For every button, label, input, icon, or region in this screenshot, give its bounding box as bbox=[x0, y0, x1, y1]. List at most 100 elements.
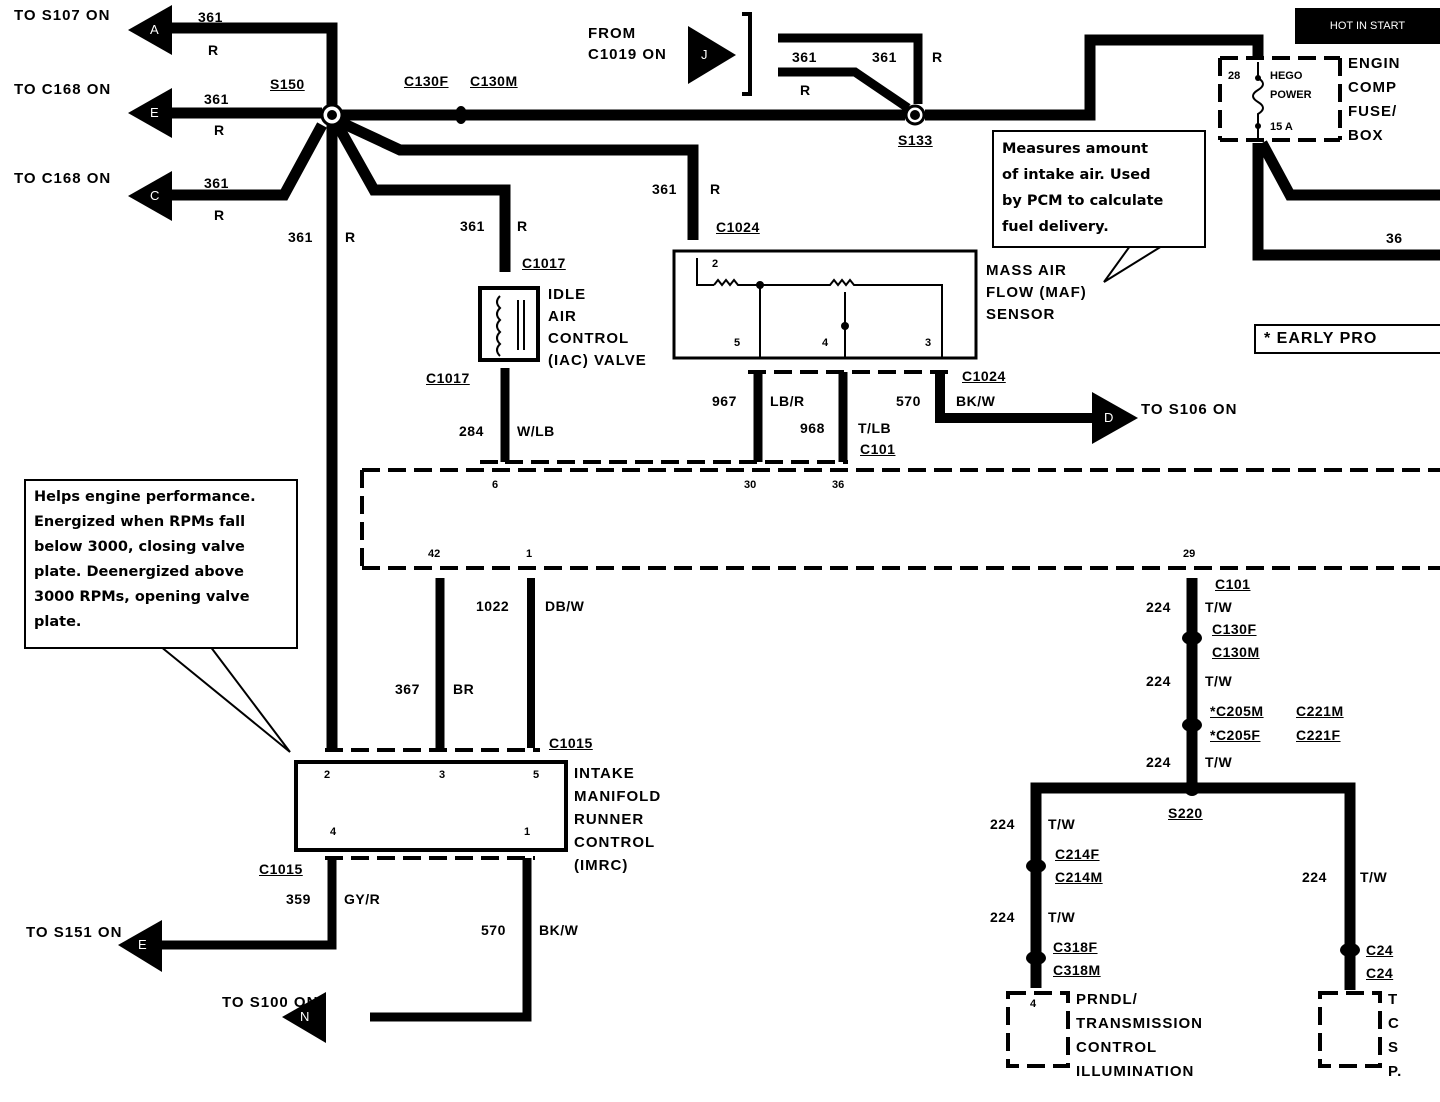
wire-label-circuit: 361 bbox=[460, 218, 485, 234]
connector-c1017: C1017 bbox=[522, 255, 566, 271]
maf-note: Measures amount of intake air. Used by P… bbox=[992, 130, 1206, 248]
arrow-letter-c: C bbox=[150, 188, 160, 203]
arrow-letter-a: A bbox=[150, 22, 159, 37]
imrc-pin: 4 bbox=[330, 826, 337, 838]
offpage-to-s151: TO S151 ON bbox=[26, 924, 123, 941]
fuse-name-line2: POWER bbox=[1270, 89, 1312, 101]
wire-361-c1019-b bbox=[778, 67, 911, 112]
imrc-note: Helps engine performance. Energized when… bbox=[24, 479, 298, 649]
wire-label-circuit: 224 bbox=[1302, 869, 1327, 885]
arrow-letter-j: J bbox=[701, 47, 708, 62]
wire-label-circuit: 361 bbox=[198, 9, 223, 25]
connector-c130f: C130F bbox=[404, 73, 449, 89]
wire-361-to-s107 bbox=[150, 22, 338, 112]
arrow-letter-d: D bbox=[1104, 410, 1114, 425]
offpage-to-c168-c: TO C168 ON bbox=[14, 170, 112, 187]
wire-label-color: R bbox=[710, 181, 721, 197]
wire-label-circuit: 967 bbox=[712, 393, 737, 409]
wire-label-circuit: 224 bbox=[1146, 754, 1171, 770]
fuse-rating: 15 A bbox=[1270, 121, 1293, 133]
wire-label-color: R bbox=[214, 207, 225, 223]
wire-label-color: BK/W bbox=[539, 922, 579, 938]
connector-c1017: C1017 bbox=[426, 370, 470, 386]
connector-c214m: C214M bbox=[1055, 869, 1103, 885]
wire-361-c1019-a bbox=[778, 33, 923, 104]
fuse-hego-power bbox=[1252, 62, 1264, 140]
maf-pin: 2 bbox=[712, 258, 719, 270]
inline-c214 bbox=[1026, 859, 1046, 873]
arrow-c bbox=[128, 171, 172, 221]
c101-pin: 36 bbox=[832, 479, 845, 491]
wire-label-circuit: 36 bbox=[1386, 230, 1403, 246]
wire-label-circuit: 224 bbox=[990, 909, 1015, 925]
wire-label-color: W/LB bbox=[517, 423, 555, 439]
wire-570-top bbox=[935, 372, 1100, 423]
connector-c24x: C24 bbox=[1366, 942, 1394, 958]
splice-label-s150: S150 bbox=[270, 76, 305, 92]
wire-label-color: R bbox=[345, 229, 356, 245]
wire-label-color: T/W bbox=[1048, 816, 1076, 832]
maf-pin: 3 bbox=[925, 337, 932, 349]
right-component-label: T C S P. bbox=[1388, 991, 1403, 1080]
arrow-j bbox=[688, 26, 736, 84]
wire-label-color: LB/R bbox=[770, 393, 805, 409]
wire-label-color: T/LB bbox=[858, 420, 892, 436]
arrow-e-top bbox=[128, 88, 172, 138]
inline-c130 bbox=[455, 106, 467, 124]
arrow-letter-n: N bbox=[300, 1009, 310, 1024]
prndl-pin: 4 bbox=[1030, 998, 1037, 1010]
wire-label-color: R bbox=[214, 122, 225, 138]
maf-note-tail bbox=[1103, 245, 1163, 283]
wire-label-color: DB/W bbox=[545, 598, 585, 614]
arrow-d bbox=[1092, 392, 1138, 444]
c101-pin: 6 bbox=[492, 479, 499, 491]
wire-label-circuit: 224 bbox=[1146, 673, 1171, 689]
wire-361-to-maf bbox=[337, 117, 699, 240]
c101-pin: 30 bbox=[744, 479, 757, 491]
offpage-from-c1019-line2: C1019 ON bbox=[588, 46, 667, 63]
wire-label-circuit: 570 bbox=[481, 922, 506, 938]
connector-c130m: C130M bbox=[470, 73, 518, 89]
wire-label-color: BK/W bbox=[956, 393, 996, 409]
wire-label-color: T/W bbox=[1048, 909, 1076, 925]
connector-c130m: C130M bbox=[1212, 644, 1260, 660]
imrc-pin: 5 bbox=[533, 769, 540, 781]
c101-pin: 29 bbox=[1183, 548, 1196, 560]
iac-valve-label: IDLE AIR CONTROL (IAC) VALVE bbox=[548, 286, 647, 369]
connector-c205f: *C205F bbox=[1210, 727, 1261, 743]
wire-570-bot bbox=[370, 858, 532, 1022]
offpage-from-c1019-line1: FROM bbox=[588, 25, 637, 42]
wire-label-color: R bbox=[800, 82, 811, 98]
inline-c130-right bbox=[1182, 631, 1202, 645]
arrow-e-bottom bbox=[118, 920, 162, 972]
iac-valve-body bbox=[478, 286, 540, 362]
wire-label-circuit: 367 bbox=[395, 681, 420, 697]
inline-c205-right bbox=[1182, 718, 1202, 732]
maf-sensor-label: MASS AIR FLOW (MAF) SENSOR bbox=[986, 262, 1087, 323]
prndl-illumination-label: PRNDL/ TRANSMISSION CONTROL ILLUMINATION bbox=[1076, 991, 1204, 1080]
wire-label-circuit: 361 bbox=[204, 175, 229, 191]
arrow-n bbox=[282, 992, 326, 1043]
connector-c205m: *C205M bbox=[1210, 703, 1264, 719]
hot-in-start-label: HOT IN START bbox=[1295, 8, 1440, 44]
early-production-footnote: * EARLY PRO bbox=[1254, 324, 1440, 354]
maf-pin: 5 bbox=[734, 337, 741, 349]
wire-label-circuit: 361 bbox=[204, 91, 229, 107]
connector-c24x: C24 bbox=[1366, 965, 1394, 981]
prndl-dash bbox=[1006, 991, 1070, 1068]
wire-label-circuit: 361 bbox=[652, 181, 677, 197]
connector-c1015: C1015 bbox=[259, 861, 303, 877]
offpage-to-s107: TO S107 ON bbox=[14, 7, 111, 24]
connector-c318f: C318F bbox=[1053, 939, 1098, 955]
imrc-pin: 3 bbox=[439, 769, 446, 781]
c101-pin: 1 bbox=[526, 548, 533, 560]
connector-c221m: C221M bbox=[1296, 703, 1344, 719]
inline-c318 bbox=[1026, 951, 1046, 965]
wire-label-color: BR bbox=[453, 681, 475, 697]
fusebox-dash bbox=[1218, 56, 1342, 142]
iac-coil bbox=[496, 295, 502, 357]
wire-label-color: R bbox=[932, 49, 943, 65]
imrc-label: INTAKE MANIFOLD RUNNER CONTROL (IMRC) bbox=[574, 765, 662, 874]
arrow-a bbox=[128, 5, 172, 55]
